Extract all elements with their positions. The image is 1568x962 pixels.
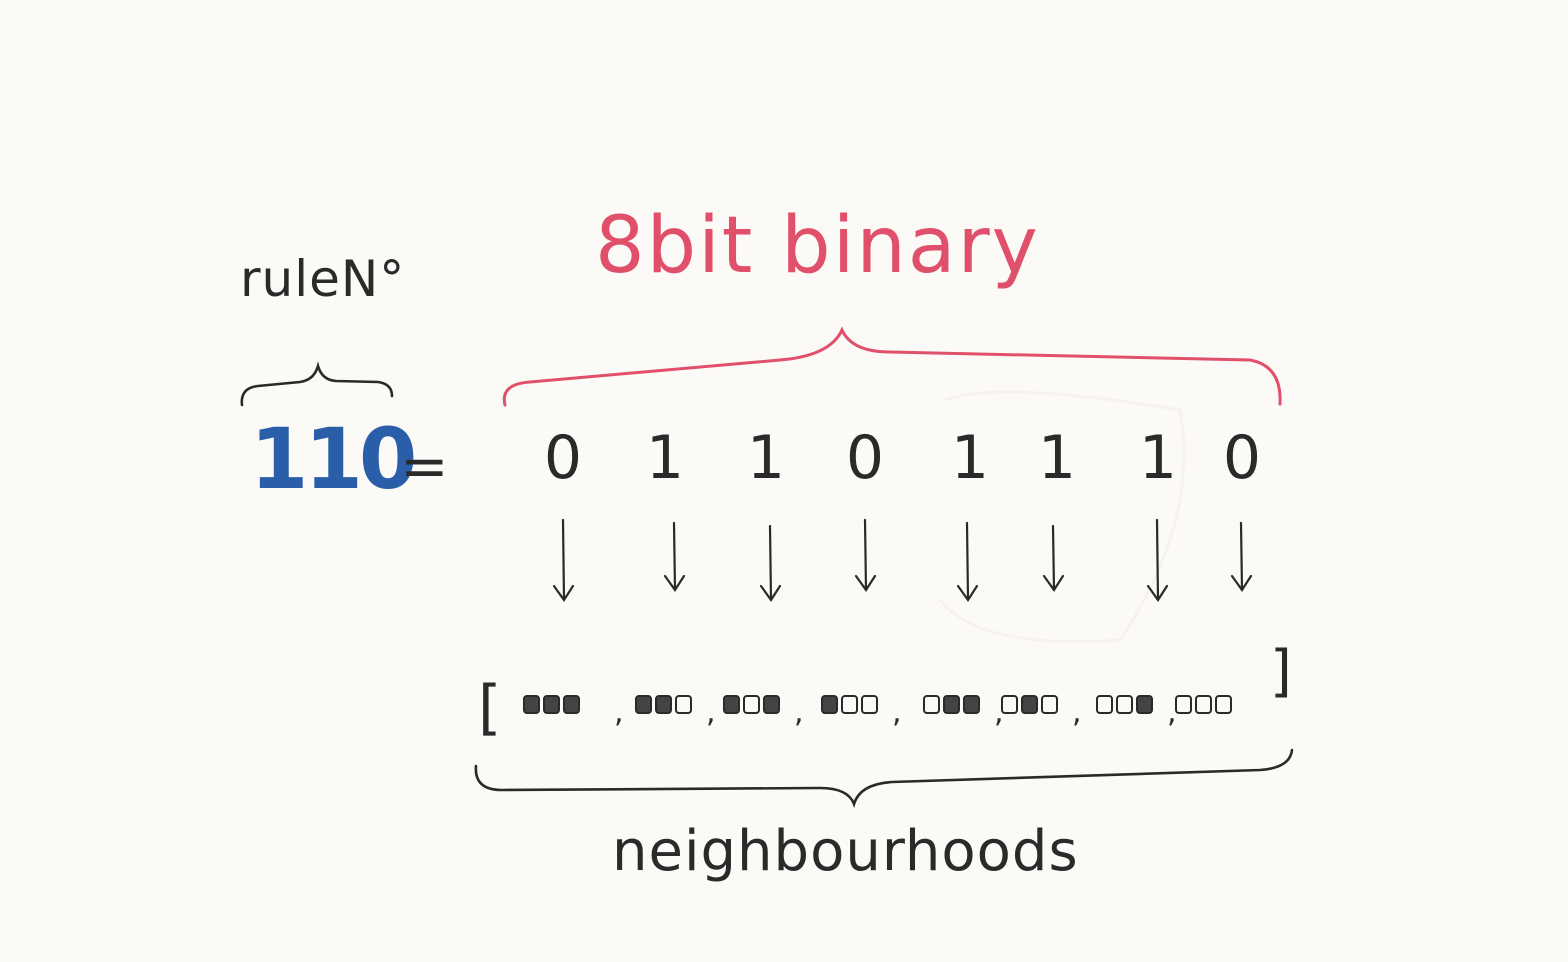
empty-cell [1001,695,1018,714]
filled-cell [543,695,560,714]
bit-digit: 1 [1038,423,1076,493]
filled-cell [655,695,672,714]
list-comma: , [706,695,716,730]
list-bracket-open: [ [478,673,501,743]
filled-cell [763,695,780,714]
rule-number-brace [240,361,394,407]
filled-cell [563,695,580,714]
down-arrow-icon [854,518,877,592]
empty-cell [675,695,692,714]
empty-cell [1041,695,1058,714]
empty-cell [1116,695,1133,714]
bit-arrows [552,518,1253,602]
empty-cell [1175,695,1192,714]
neighbourhood-pattern [923,695,980,714]
filled-cell [963,695,980,714]
empty-cell [1096,695,1113,714]
filled-cell [1021,695,1038,714]
binary-brace [502,326,1282,407]
list-comma: , [1072,695,1082,730]
rule-number: 110 [250,410,414,508]
down-arrow-icon [1230,521,1253,592]
filled-cell [1136,695,1153,714]
binary-label: 8bit binary [595,201,1040,291]
neighbourhood-pattern [635,695,692,714]
down-arrow-icon [759,524,782,602]
empty-cell [743,695,760,714]
list-comma: , [1167,695,1177,730]
neighbourhoods-brace [474,748,1294,809]
empty-cell [1195,695,1212,714]
down-arrow-icon [663,521,686,592]
neighbourhood-pattern [1096,695,1153,714]
empty-cell [1215,695,1232,714]
list-bracket-close: ] [1270,639,1292,704]
neighbourhood-pattern [523,695,580,714]
bit-digit: 1 [646,423,684,493]
list-comma: , [994,695,1004,730]
empty-cell [841,695,858,714]
list-comma: , [794,695,804,730]
list-comma: , [892,695,902,730]
neighbourhoods-label: neighbourhoods [612,819,1079,884]
bit-digit: 1 [951,423,989,493]
neighbourhood-pattern [1175,695,1232,714]
filled-cell [821,695,838,714]
down-arrow-icon [552,518,575,602]
bit-digit: 1 [1139,423,1177,493]
filled-cell [723,695,740,714]
filled-cell [943,695,960,714]
filled-cell [635,695,652,714]
bit-digit: 1 [747,423,785,493]
neighbourhood-pattern [821,695,878,714]
down-arrow-icon [956,521,979,602]
neighbourhood-list: ,,,,,,, [523,695,1232,730]
rule-label: ruleN° [240,250,405,308]
neighbourhood-pattern [1001,695,1058,714]
neighbourhood-pattern [723,695,780,714]
down-arrow-icon [1042,524,1065,592]
empty-cell [923,695,940,714]
down-arrow-icon [1146,518,1169,602]
bit-digit: 0 [1223,423,1261,493]
paper-bleed-through [938,390,1186,644]
bit-digit: 0 [544,423,582,493]
filled-cell [523,695,540,714]
list-comma: , [614,695,624,730]
bit-digit: 0 [846,423,884,493]
equals-sign: = [400,432,449,500]
empty-cell [861,695,878,714]
